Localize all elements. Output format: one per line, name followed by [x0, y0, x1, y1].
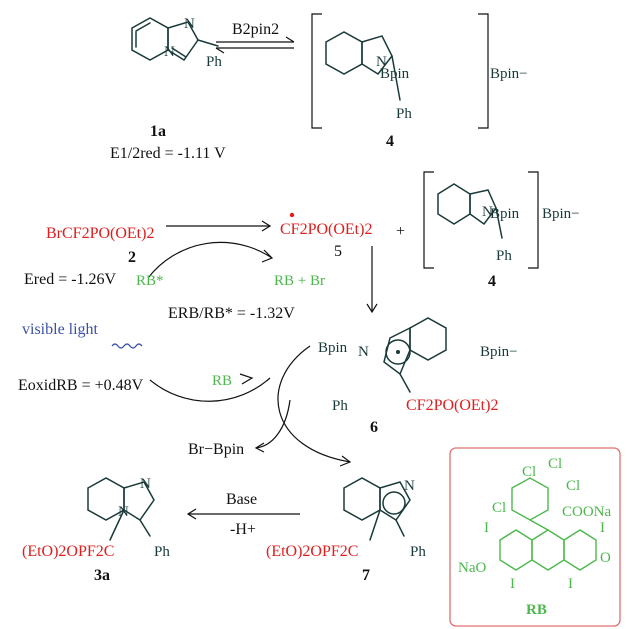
ph-label: Ph: [332, 398, 348, 414]
n-label: N: [118, 504, 129, 520]
arrow-6-to-7: [254, 345, 352, 467]
bpin-label: Bpin: [380, 66, 410, 82]
rb-cl: Cl: [548, 456, 562, 472]
rb-ground: RB: [212, 373, 232, 389]
rb-i: I: [568, 576, 573, 592]
base-label: Base: [226, 491, 257, 508]
rb-box-label: RB: [526, 602, 547, 618]
e-red-label: Ered = -1.26V: [24, 271, 117, 288]
rb-i: I: [510, 576, 515, 592]
rb-cl: Cl: [566, 478, 580, 494]
plus-sign: +: [396, 223, 405, 240]
ph-label: Ph: [410, 544, 426, 560]
eto2-3a: (EtO)2OPF2C: [22, 543, 114, 560]
compound-label-3a: 3a: [94, 567, 110, 584]
compound-label-4b: 4: [488, 273, 496, 290]
e-half-red-label: E1/2red = -1.11 V: [110, 145, 226, 162]
n-label: N: [164, 44, 175, 60]
ph-label: Ph: [396, 106, 412, 122]
compound-4-top-structure: [311, 13, 489, 129]
rb-cl: Cl: [522, 464, 536, 480]
compound-label-4: 4: [386, 133, 394, 150]
bpin-anion-label: Bpin−: [542, 206, 580, 222]
e-rb-label: ERB/RB* = -1.32V: [168, 305, 295, 322]
compound-4-cycle-structure: [423, 171, 539, 269]
arrow-5-to-6: [366, 246, 378, 314]
compound-label-5: 5: [334, 243, 342, 260]
rb-structure: [499, 477, 597, 571]
n-plus-label: N: [482, 204, 493, 220]
compound-label-2: 2: [128, 249, 136, 266]
n-plus-label: N: [358, 344, 369, 360]
bpin-anion-label: Bpin−: [490, 66, 528, 82]
rb-i: I: [484, 520, 489, 536]
radical-dot: [289, 212, 295, 218]
br-bpin-label: Br−Bpin: [188, 441, 244, 458]
arrow-2-to-5: [166, 220, 272, 232]
ph-label: Ph: [206, 54, 222, 70]
rb-structure-box: [449, 447, 621, 627]
compound-label-1a: 1a: [150, 123, 166, 140]
minus-h-label: -H+: [230, 521, 256, 538]
compound-label-6: 6: [370, 419, 378, 436]
reagent-brcf2: BrCF2PO(OEt)2: [46, 225, 154, 242]
rb-radical-cation: RB + Br: [274, 273, 325, 289]
compound-7-structure: [343, 477, 411, 541]
bpin-label: Bpin: [318, 340, 348, 356]
ph-label: Ph: [154, 544, 170, 560]
n-plus-label: N: [376, 54, 387, 70]
catalytic-cycle-arc: [147, 241, 274, 402]
ph-label: Ph: [496, 248, 512, 264]
rb-i: I: [600, 520, 605, 536]
radical-cf2: CF2PO(OEt)2: [280, 221, 372, 238]
compound-1a-structure: N N: [131, 16, 219, 62]
eto2-7: (EtO)2OPF2C: [266, 543, 358, 560]
cf2-substituent: CF2PO(OEt)2: [406, 397, 498, 414]
reagent-b2pin2: B2pin2: [232, 21, 279, 38]
bpin-anion-label: Bpin−: [480, 344, 518, 360]
n-label: N: [140, 476, 151, 492]
n-label: N: [404, 478, 415, 494]
bpin-label: Bpin: [490, 206, 520, 222]
compound-6-structure: [383, 317, 447, 393]
arrow-7-to-3a: [186, 508, 300, 520]
rb-nao: NaO: [458, 560, 486, 576]
equilibrium-arrow: [215, 36, 295, 54]
rb-star: RB*: [136, 273, 164, 289]
visible-light-label: visible light: [22, 321, 99, 338]
rb-o: O: [600, 550, 611, 566]
compound-label-7: 7: [362, 567, 370, 584]
compound-3a-structure: [87, 477, 155, 541]
n-label: N: [184, 16, 195, 32]
rb-coona: COONa: [562, 504, 612, 520]
rb-cl: Cl: [492, 500, 506, 516]
e-oxid-label: EoxidRB = +0.48V: [18, 377, 144, 394]
light-wave-icon: [111, 343, 143, 349]
